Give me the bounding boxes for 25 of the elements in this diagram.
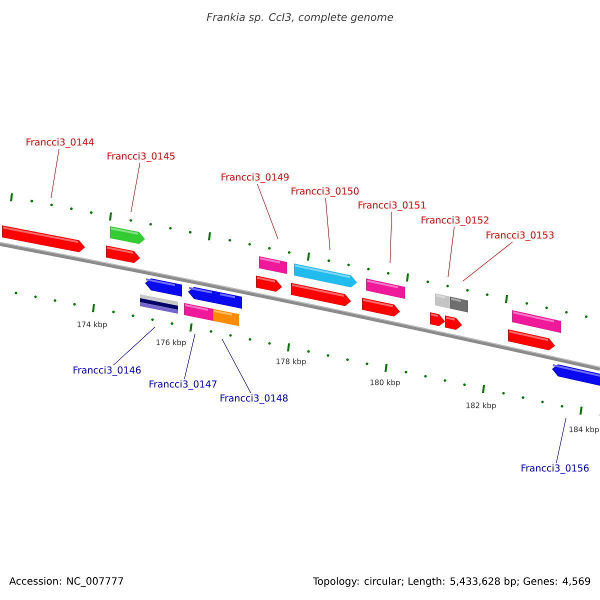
leader-line [184,334,196,380]
genome-info-text: Topology: circular; Length: 5,433,628 bp; Genes: 4,569 [312,577,590,587]
leader-line [390,212,392,264]
leader-line [448,226,455,278]
leader-line [222,338,252,394]
accession-text: Accession: NC_007777 [9,577,124,587]
gene-label: Francci3_0145 [108,152,174,162]
gene-label: Francci3_0152 [422,216,488,226]
leader-line [130,162,140,212]
gene-label: Francci3_0148 [220,394,288,404]
leader-line [325,198,330,250]
leader-line [50,148,60,198]
title: Frankia sp. CcI3, complete genome [206,12,394,24]
gene-label: Francci3_0146 [74,366,141,376]
leader-line [556,418,566,464]
gene-label: Francci3_0144 [26,138,94,148]
gene-label: Francci3_0150 [292,187,359,197]
leader-line [256,184,278,240]
leader-line [462,242,513,282]
gene-label: Francci3_0147 [150,380,216,390]
gene-label: Francci3_0153 [486,231,554,241]
leader-line [113,326,156,366]
gene-label: Francci3_0151 [358,201,426,211]
gene-label: Francci3_0149 [222,173,289,183]
gene-label: Francci3_0156 [522,464,589,474]
